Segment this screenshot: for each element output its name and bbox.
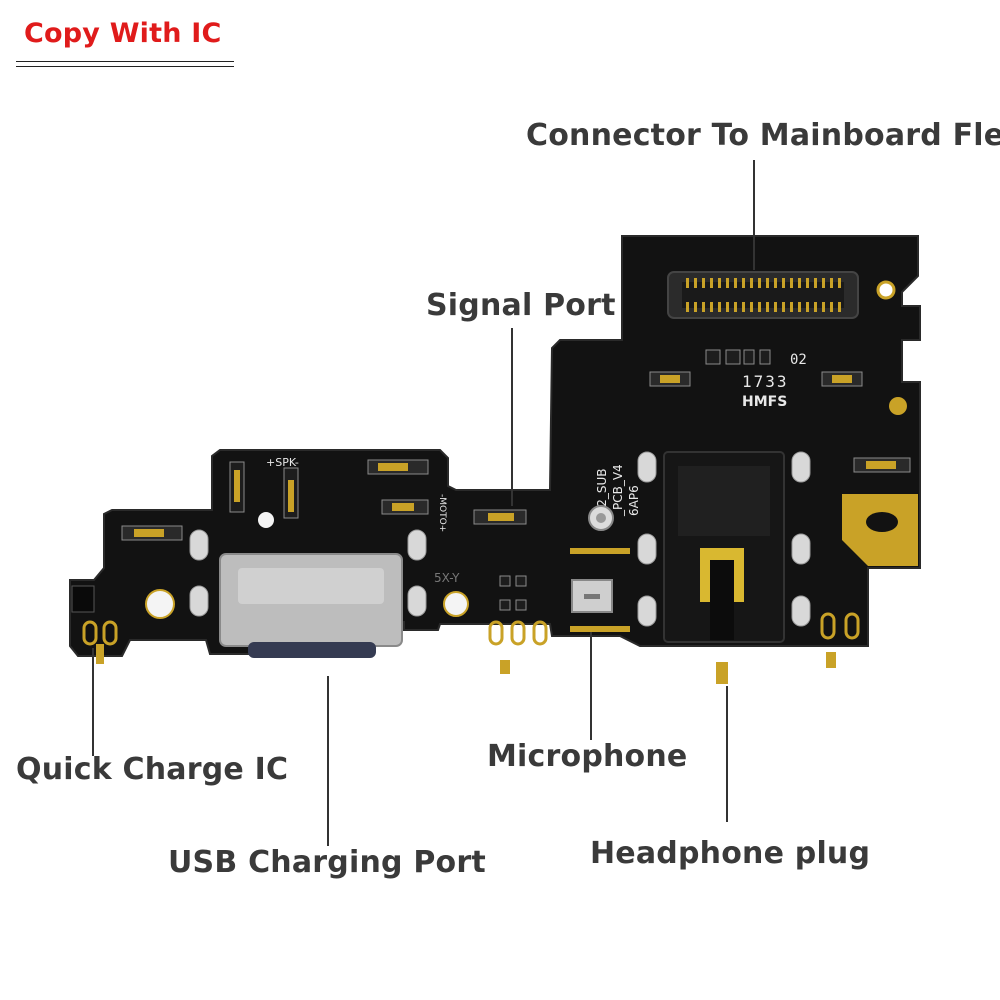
quick-charge-ic-chip bbox=[71, 585, 95, 613]
label-quick-charge-ic: Quick Charge IC bbox=[16, 752, 289, 787]
quick-charge-leader-line bbox=[92, 648, 94, 756]
mainboard-connector bbox=[667, 271, 859, 319]
silk-6ap6: 6AP6 bbox=[627, 485, 641, 516]
signal-leader-line bbox=[511, 328, 513, 506]
copy-with-ic-badge: Copy With IC bbox=[16, 10, 234, 68]
badge-underline-top bbox=[16, 61, 234, 62]
gold-contacts bbox=[134, 375, 907, 632]
label-connector-to-mainboard: Connector To Mainboard Flex bbox=[526, 118, 1000, 153]
silk-pcb-v4: _PCB_V4 bbox=[611, 464, 625, 517]
gold-pads bbox=[82, 612, 860, 646]
usb-c-port bbox=[219, 553, 403, 658]
usb-leader-line bbox=[327, 676, 329, 846]
silk-5xy: 5X-Y bbox=[434, 571, 460, 585]
silk-moto: -MOTO+ bbox=[437, 494, 447, 532]
microphone-component bbox=[571, 579, 613, 613]
headphone-jack bbox=[663, 451, 785, 684]
solder-leg bbox=[500, 660, 510, 674]
quick-charge-pin bbox=[96, 644, 104, 664]
silk-02: 02 bbox=[790, 352, 807, 368]
mount-hole-small bbox=[258, 512, 274, 528]
label-signal-port: Signal Port bbox=[426, 288, 616, 323]
label-microphone: Microphone bbox=[487, 739, 688, 774]
signal-port-connector bbox=[588, 505, 614, 531]
mount-hole-left bbox=[145, 589, 175, 619]
mount-hole-top bbox=[876, 280, 896, 300]
label-headphone-plug: Headphone plug bbox=[590, 836, 871, 871]
microphone-leader-line bbox=[590, 632, 592, 740]
badge-text: Copy With IC bbox=[24, 18, 222, 49]
badge-underline-bottom bbox=[16, 66, 234, 67]
gold-mounting-tab bbox=[842, 494, 918, 566]
spring-contacts bbox=[189, 451, 811, 627]
label-usb-charging-port: USB Charging Port bbox=[168, 845, 486, 880]
solder-leg bbox=[826, 652, 836, 668]
silk-d2-sub: D2_SUB bbox=[595, 468, 609, 516]
connector-leader-line bbox=[753, 160, 755, 270]
silk-spk: +SPK- bbox=[266, 456, 299, 469]
mount-hole-mid bbox=[443, 591, 469, 617]
silk-hmfs: HMFS bbox=[742, 394, 787, 410]
headphone-leader-line bbox=[726, 686, 728, 822]
silk-1733: 1733 bbox=[742, 372, 789, 391]
